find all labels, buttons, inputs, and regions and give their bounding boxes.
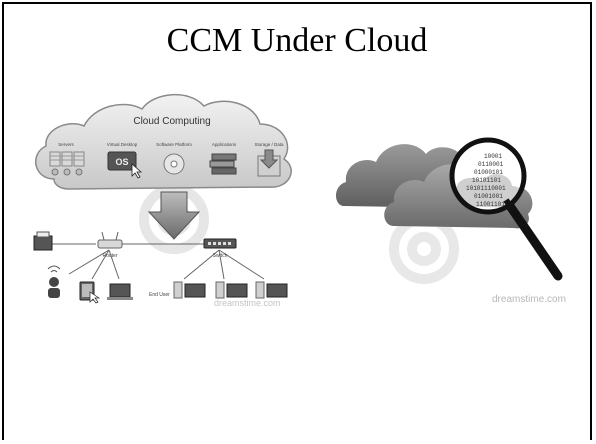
watermark-text: dreamstime.com [214,298,281,308]
workstation-icon [255,281,288,299]
router-label: Router [102,253,117,259]
user-icon [48,277,60,298]
slide-title: CCM Under Cloud [166,22,428,59]
laptop-icon [107,283,133,300]
router-icon [97,231,123,249]
category-label: Servers [58,142,74,147]
svg-text:10101101: 10101101 [472,177,501,184]
svg-text:01001001: 01001001 [474,193,503,200]
down-arrow-icon [147,191,201,240]
end-user-label: End User [149,292,170,298]
tablet-icon [79,281,101,304]
svg-text:01000101: 01000101 [474,169,503,176]
storage-icon [257,149,281,177]
watermark-text: dreamstime.com [492,294,566,305]
category-label: Storage / Data [254,142,284,147]
category-label: Software Platform [156,142,192,147]
workstation-icon [215,281,248,299]
software-platform-icon [163,153,185,175]
servers-icon [49,151,85,176]
cloud-title: Cloud Computing [133,116,210,127]
switch-icon [203,238,237,249]
switch-label: Switch [213,253,228,259]
wifi-icon [47,265,61,273]
pointer-hand-icon [131,163,143,179]
category-label: Applications [212,142,237,147]
svg-text:11001101: 11001101 [476,201,505,208]
svg-text:10001: 10001 [484,153,502,160]
virtual-desktop-icon: OS [107,151,143,179]
magnifying-glass-icon [449,137,563,281]
cloud-computing-diagram: Cloud Computing Servers Virtual Desktop … [24,84,304,334]
applications-icon [209,153,237,175]
os-label: OS [115,157,128,167]
printer-icon [33,231,53,251]
cloud-search-illustration: 10001 0110001 01000101 10101101 10101110… [334,94,574,324]
category-label: Virtual Desktop [107,142,138,147]
slide: CCM Under Cloud C [2,2,592,440]
svg-text:10101110001: 10101110001 [466,185,506,192]
watermark-swirl-icon [389,214,459,284]
binary-text: 10001 0110001 01000101 10101101 10101110… [466,153,506,208]
workstation-icon [173,281,206,299]
svg-text:0110001: 0110001 [478,161,504,168]
